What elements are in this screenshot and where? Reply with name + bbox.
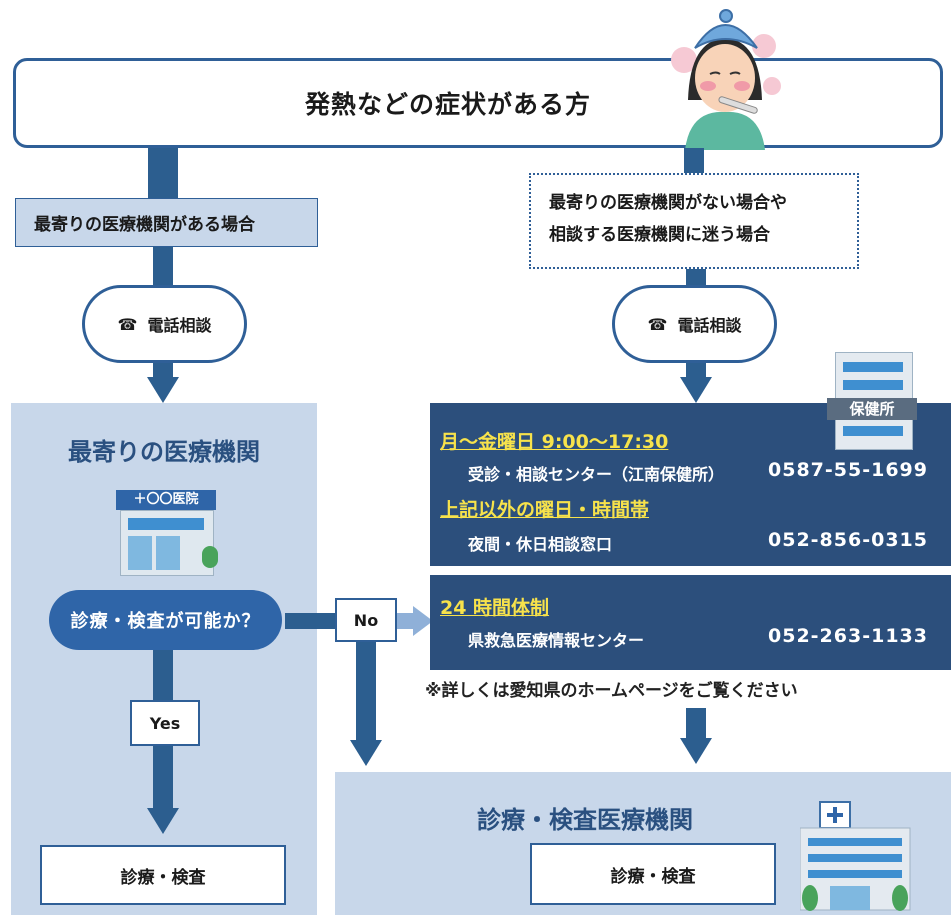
connector-line [285, 613, 335, 629]
right-condition-line1: 最寄りの医療機関がない場合や [549, 193, 787, 213]
availability-question: 診療・検査が可能か？ [49, 590, 282, 650]
health-center-sign: 保健所 [827, 398, 917, 420]
emergency-center-name: 県救急医療情報センター [468, 631, 645, 650]
page-title: 発熱などの症状がある方 [304, 90, 591, 119]
phone-icon: ☎ [117, 314, 138, 334]
no-label: No [335, 598, 397, 642]
connector-line [153, 247, 173, 287]
connector-line [153, 746, 173, 810]
arrow-down-icon [680, 377, 712, 403]
nearest-clinic-title: 最寄りの医療機関 [68, 438, 260, 466]
night-holiday-window-name: 夜間・休日相談窓口 [468, 535, 613, 554]
connector-line [356, 642, 376, 742]
other-hours-heading: 上記以外の曜日・時間帯 [440, 499, 650, 521]
phone-consult-right: ☎ 電話相談 [612, 285, 777, 363]
connector-line [684, 148, 704, 173]
sick-person-icon [671, 9, 781, 150]
connector-line [397, 613, 415, 629]
right-condition-label: 最寄りの医療機関がない場合や 相談する医療機関に迷う場合 [529, 173, 859, 269]
clinic-sign: ＋〇〇医院 [116, 490, 216, 510]
phone-icon: ☎ [647, 314, 668, 334]
arrow-down-icon [680, 738, 712, 764]
left-condition-label: 最寄りの医療機関がある場合 [15, 198, 318, 247]
right-result-box: 診療・検査 [530, 843, 776, 905]
weekday-center-name: 受診・相談センター（江南保健所） [468, 465, 725, 484]
left-result-box: 診療・検査 [40, 845, 286, 905]
connector-line [153, 650, 173, 700]
connector-line [153, 363, 173, 379]
phone-consult-label: 電話相談 [677, 316, 742, 335]
yes-label: Yes [130, 700, 200, 746]
details-note: ※詳しくは愛知県のホームページをご覧ください [425, 681, 798, 701]
right-condition-line2: 相談する医療機関に迷う場合 [549, 225, 770, 245]
connector-line [686, 708, 706, 740]
arrow-right-icon [413, 606, 433, 636]
allday-heading: 24 時間体制 [440, 597, 550, 619]
weekday-phone-number: 0587-55-1699 [768, 459, 928, 481]
connector-line [686, 363, 706, 379]
night-holiday-phone-number: 052-856-0315 [768, 529, 928, 551]
connector-line [686, 269, 706, 289]
arrow-down-icon [147, 377, 179, 403]
clinic-building-icon: ＋〇〇医院 [116, 490, 218, 580]
emergency-phone-number: 052-263-1133 [768, 625, 928, 647]
arrow-down-icon [350, 740, 382, 766]
health-center-building-icon: 保健所 [827, 352, 917, 450]
top-header-box: 発熱などの症状がある方 [13, 58, 943, 148]
phone-consult-left: ☎ 電話相談 [82, 285, 247, 363]
arrow-down-icon [147, 808, 179, 834]
designated-clinic-title: 診療・検査医療機関 [477, 806, 693, 834]
emergency-info-panel: 24 時間体制 県救急医療情報センター 052-263-1133 [430, 575, 951, 670]
weekday-heading: 月～金曜日 9:00～17:30 [440, 431, 669, 453]
phone-consult-label: 電話相談 [147, 316, 212, 335]
hospital-building-icon [800, 801, 911, 911]
consultation-center-panel: 月～金曜日 9:00～17:30 受診・相談センター（江南保健所） 0587-5… [430, 403, 951, 566]
connector-line [148, 148, 178, 198]
